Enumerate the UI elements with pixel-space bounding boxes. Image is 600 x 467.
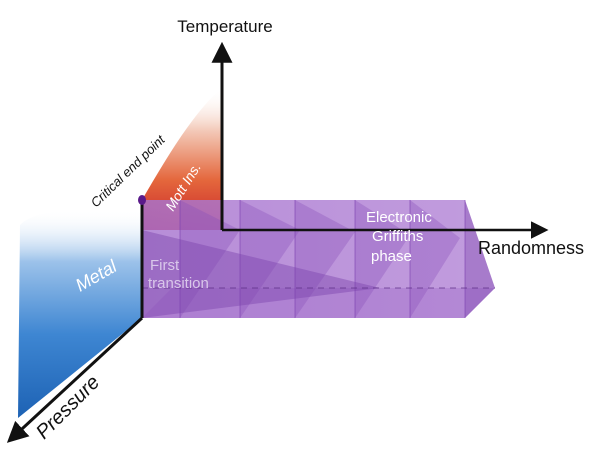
critical-end-point-marker (138, 195, 146, 205)
pressure-axis (6, 316, 144, 443)
first-transition-label: First transition (148, 257, 209, 292)
randomness-label: Randomness (478, 238, 584, 258)
mott-region (142, 88, 222, 230)
temperature-label: Temperature (177, 17, 272, 36)
griffiths-slab (142, 200, 495, 318)
griffiths-phase-label: Electronic Griffiths phase (366, 209, 436, 265)
metal-region (18, 209, 142, 418)
